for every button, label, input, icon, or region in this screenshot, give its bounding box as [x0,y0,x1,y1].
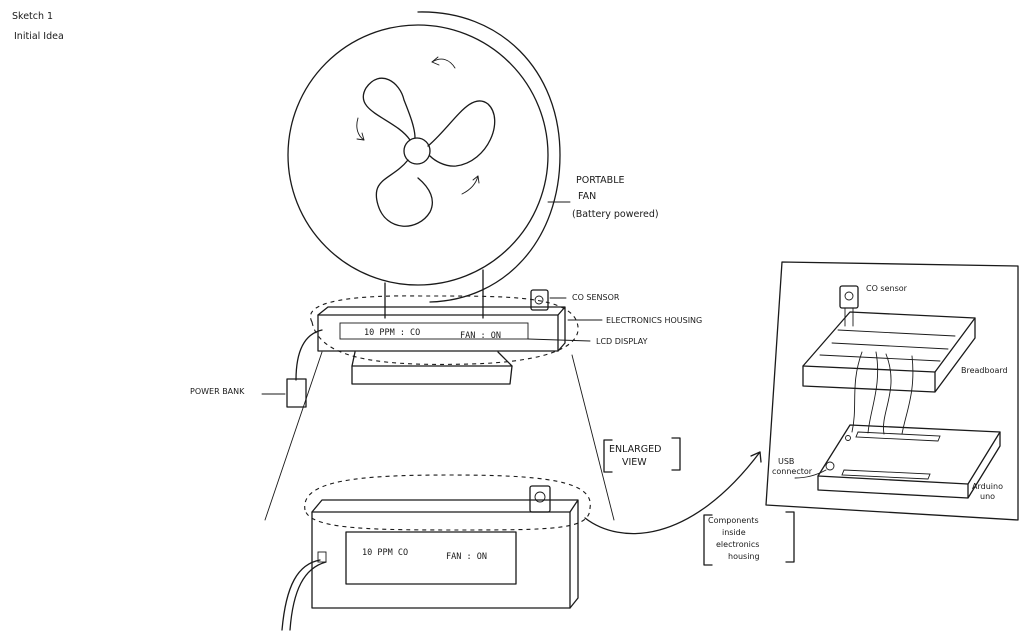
power-cable [295,329,323,381]
housing-large-dashed-outline [304,474,591,531]
usb-port [317,551,327,563]
co-sensor-large-lens [534,491,546,503]
housing-dashed-outline [309,295,579,365]
rotation-arrow-icon [356,132,365,141]
inset-frame [765,261,1019,521]
portable-fan [287,11,571,303]
sketch-title: Sketch 1 [12,11,53,22]
lcd-display-large [345,531,517,585]
power-cable-large-2 [289,561,327,631]
sketch-subtitle: Initial Idea [14,31,64,42]
co-sensor-small [530,289,549,311]
arduino-headers [841,431,941,480]
label-portable-fan-2: FAN [578,191,596,202]
rotation-arrow-icon [431,56,440,66]
fan-stand [351,269,513,385]
label-usb-2: connector [772,467,813,476]
label-portable-fan-1: PORTABLE [576,175,625,186]
label-portable-fan-3: (Battery powered) [572,209,659,220]
housing-box-depth [317,306,566,352]
label-arduino-2: uno [980,492,995,501]
fan-blade-right [427,100,496,167]
co-sensor-large [529,485,551,513]
rotation-arrow-icon [472,175,480,184]
power-cable-large [281,559,321,631]
co-sensor-small-lens [534,295,544,305]
co-sensor-inset-lens [844,291,854,301]
jumper-wires [851,351,914,435]
lcd-small-status: FAN : ON [460,331,501,341]
electronics-housing-large: 10 PPM CO FAN : ON [281,474,591,631]
co-sensor-pins [844,307,854,327]
usb-connector-port [825,461,835,471]
label-arduino-1: Arduino [972,482,1003,491]
power-bank [286,378,307,408]
components-arrow [584,451,761,535]
label-components-1: Components [708,516,759,525]
arduino-hole [845,435,851,441]
enlarged-bracket [603,437,681,473]
rotation-arrow-icon [431,58,456,69]
fan-blade-bottom [375,159,433,227]
label-enlarged-1: ENLARGED [609,444,661,455]
electronics-housing-small: 10 PPM : CO FAN : ON [261,289,603,408]
rotation-arrow-icon [356,117,365,141]
components-inset [765,261,1019,521]
lcd-display-small [339,322,529,340]
breadboard-rails [819,329,956,362]
stand-post [384,269,484,319]
label-breadboard: Breadboard [961,366,1008,375]
housing-large-depth [311,499,579,609]
label-co-sensor: CO SENSOR [572,293,620,302]
rotation-arrow-icon [461,175,479,195]
fan-hub [403,137,431,165]
fan-blade-top [362,77,416,141]
label-power-bank: POWER BANK [190,387,245,396]
lcd-small-reading: 10 PPM : CO [364,328,420,338]
label-lcd-display: LCD DISPLAY [596,337,648,346]
stand-base [351,351,513,385]
fan-face [287,24,549,286]
label-components-3: electronics [716,540,759,549]
enlarge-projection-lines [264,351,615,521]
label-electronics-housing: ELECTRONICS HOUSING [606,316,702,325]
label-enlarged-2: VIEW [622,457,647,468]
housing-box [317,314,559,352]
components-arrow-head [750,451,762,463]
lcd-large-reading: 10 PPM CO [362,548,408,558]
housing-large-box [311,511,571,609]
label-usb-1: USB [778,457,794,466]
usb-leader-line [794,469,827,479]
label-components-4: housing [728,552,760,561]
fan-rim [417,11,561,303]
components-bracket [703,511,795,566]
breadboard-sides [802,317,976,393]
lcd-leader-line [527,338,591,342]
co-sensor-inset [839,285,859,309]
lcd-large-status: FAN : ON [446,552,487,562]
label-components-2: inside [722,528,746,537]
label-co-sensor-inset: CO sensor [866,284,908,293]
arduino-sides [817,431,1001,499]
